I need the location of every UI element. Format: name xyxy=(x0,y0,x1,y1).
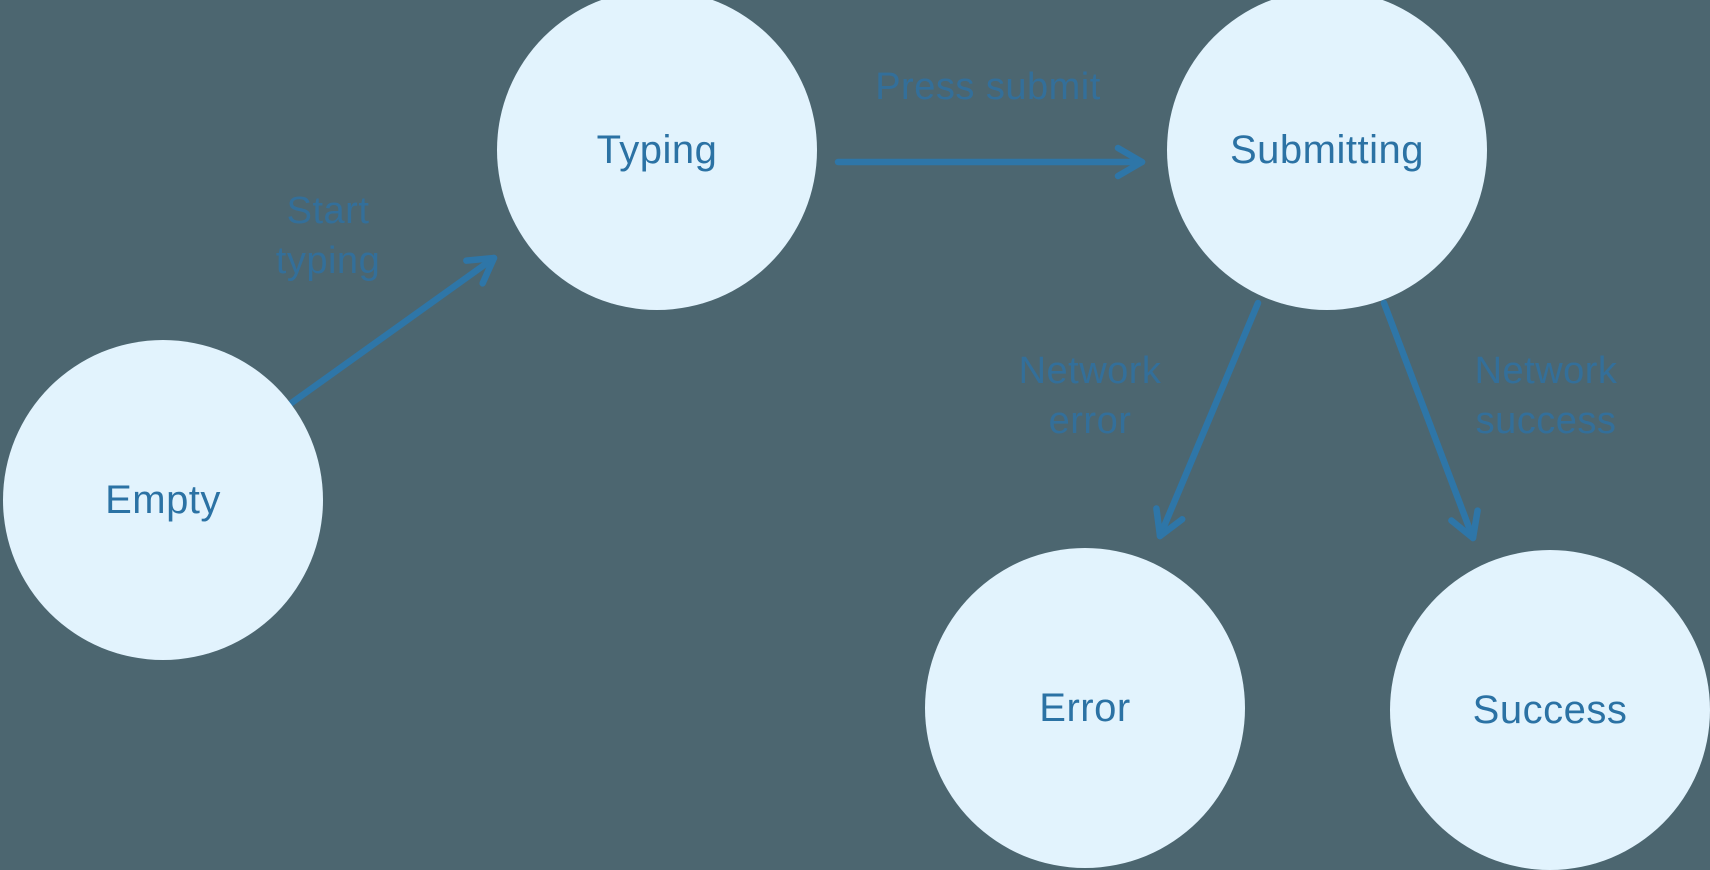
edge-label-network-error: Network error xyxy=(1018,350,1162,442)
state-node-error: Error xyxy=(925,548,1245,868)
state-node-typing: Typing xyxy=(497,0,817,310)
edge-label-start-typing: Start typing xyxy=(275,190,381,282)
state-node-success-label: Success xyxy=(1472,687,1628,732)
state-node-success: Success xyxy=(1390,550,1710,870)
state-node-submitting-label: Submitting xyxy=(1230,127,1424,172)
state-node-empty: Empty xyxy=(3,340,323,660)
state-node-error-label: Error xyxy=(1039,685,1131,730)
state-node-typing-label: Typing xyxy=(596,127,718,172)
edge-label-network-success: Network success xyxy=(1474,350,1618,442)
state-node-submitting: Submitting xyxy=(1167,0,1487,310)
edge-label-press-submit: Press submit xyxy=(875,66,1101,108)
state-node-empty-label: Empty xyxy=(105,477,221,522)
